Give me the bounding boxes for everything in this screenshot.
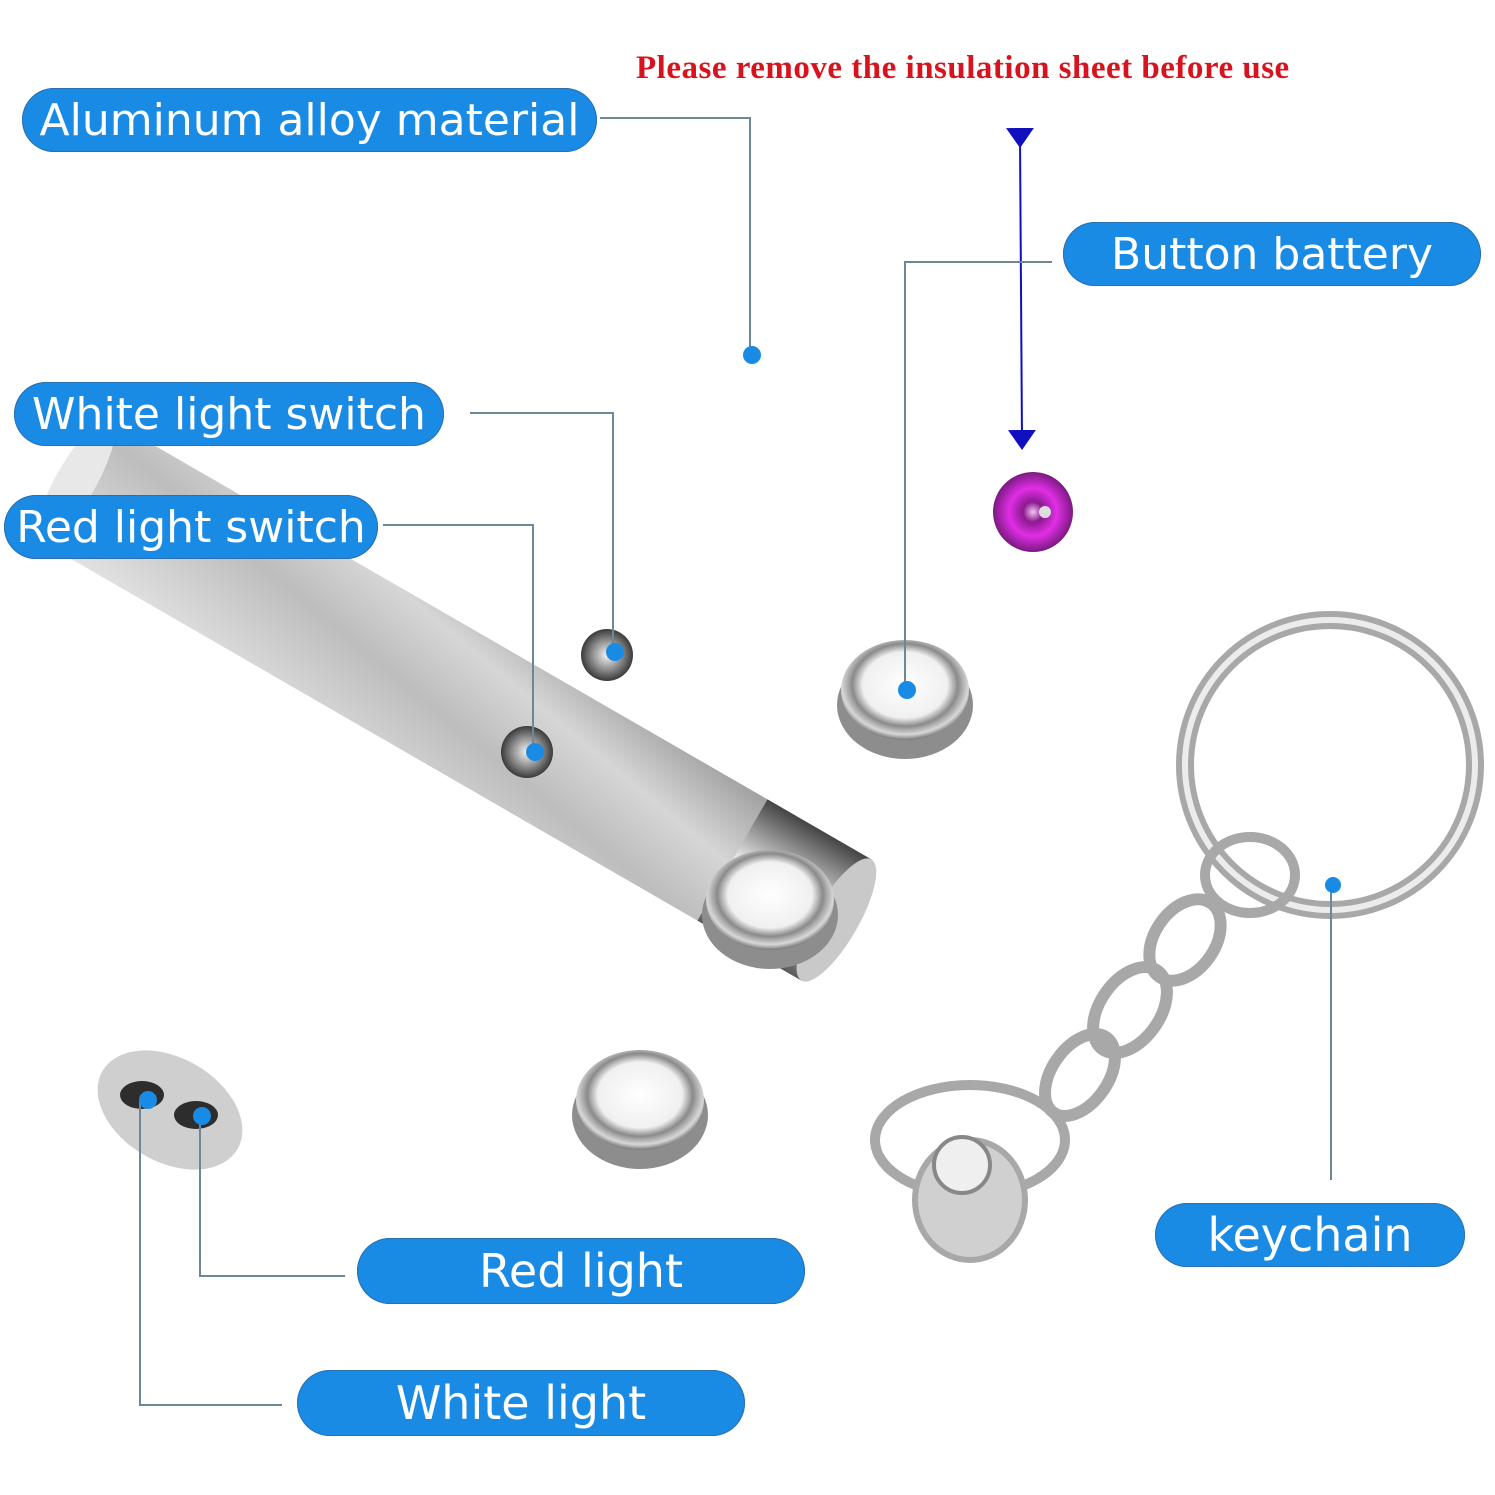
keychain-illustration (870, 611, 1484, 1263)
insulation-warning: Please remove the insulation sheet befor… (636, 50, 1290, 86)
label-button-battery: Button battery (1063, 222, 1481, 286)
label-white-light: White light (297, 1370, 745, 1436)
label-red-light: Red light (357, 1238, 805, 1304)
double-arrow-icon (1005, 127, 1036, 450)
label-white-light-switch: White light switch (14, 382, 444, 446)
label-aluminum-alloy: Aluminum alloy material (22, 88, 597, 152)
button-batteries (572, 640, 973, 1169)
leader-lines (139, 117, 1332, 1406)
label-keychain: keychain (1155, 1203, 1465, 1267)
callout-dots (139, 346, 1341, 1125)
label-red-light-switch: Red light switch (4, 495, 378, 559)
insulation-sheet (993, 472, 1073, 552)
